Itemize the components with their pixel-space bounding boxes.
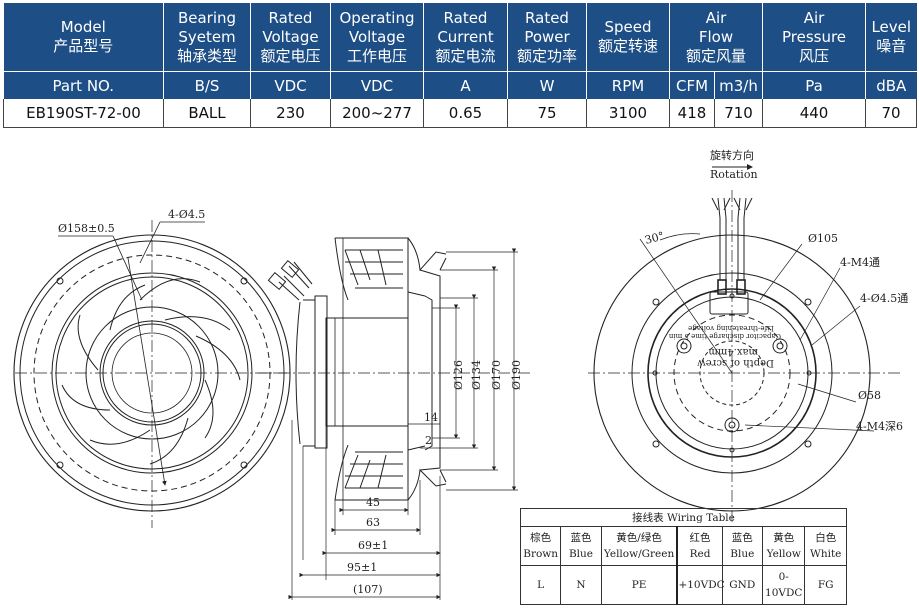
wiring-title-row: 接线表 Wiring Table bbox=[520, 508, 847, 527]
wire-value: +10VDC bbox=[676, 565, 725, 605]
value-cell: 0.65 bbox=[423, 99, 508, 128]
value-cell: 418 bbox=[669, 99, 715, 128]
label-line-1: Depth of screw bbox=[697, 357, 774, 368]
wiring-value-row: L N PE +10VDC GND 0-10VDC FG bbox=[519, 565, 847, 605]
unit-cell: dBA bbox=[865, 71, 917, 99]
dim-190: Ø190 bbox=[510, 360, 523, 390]
dim-63: 63 bbox=[366, 516, 380, 529]
dim-69: 69±1 bbox=[358, 539, 388, 552]
dim-170: Ø170 bbox=[490, 360, 503, 390]
unit-cell: A bbox=[423, 71, 508, 99]
value-cell: 200~277 bbox=[330, 99, 424, 128]
dim-126: Ø126 bbox=[452, 360, 465, 390]
rear-label: Depth of screw max.4mm Capacitor dischar… bbox=[668, 324, 781, 368]
unit-cell: Pa bbox=[762, 71, 867, 99]
value-cell: 230 bbox=[250, 99, 331, 128]
front-dim-outer: Ø158±0.5 bbox=[58, 222, 115, 235]
dim-14: 14 bbox=[424, 411, 438, 424]
wire-value: PE bbox=[600, 565, 678, 605]
label-line-2: max.4mm bbox=[708, 346, 758, 357]
wire-value: FG bbox=[804, 565, 847, 605]
dim-105: Ø105 bbox=[808, 232, 838, 245]
unit-cell: VDC bbox=[250, 71, 331, 99]
label-line-4: Life-threatening voltage bbox=[688, 324, 774, 332]
spec-value-row: EB190ST-72-00 BALL 230 200~277 0.65 75 3… bbox=[3, 99, 918, 128]
wiring-title: 接线表 Wiring Table bbox=[520, 508, 847, 527]
value-cell: BALL bbox=[163, 99, 251, 128]
dim-holes-45: 4-Ø4.5通 bbox=[860, 292, 908, 305]
wire-value: L bbox=[519, 565, 562, 605]
dim-95: 95±1 bbox=[347, 561, 377, 574]
value-cell: 3100 bbox=[586, 99, 670, 128]
unit-cell: B/S bbox=[163, 71, 251, 99]
label-line-3: Capacitor discharge time 5 min bbox=[668, 332, 781, 340]
dim-m4-deep: 4-M4深6 bbox=[856, 420, 903, 433]
unit-cell: CFM bbox=[669, 71, 715, 99]
side-view bbox=[258, 237, 532, 600]
dim-58: Ø58 bbox=[858, 389, 881, 402]
wire-value: N bbox=[560, 565, 602, 605]
front-view bbox=[13, 220, 291, 528]
unit-cell: Part NO. bbox=[3, 71, 164, 99]
value-cell: 710 bbox=[714, 99, 764, 128]
rotation-cn: 旋转方向 bbox=[710, 148, 754, 162]
dim-45: 45 bbox=[366, 496, 380, 509]
value-cell: 440 bbox=[762, 99, 867, 128]
unit-cell: VDC bbox=[330, 71, 424, 99]
rear-view bbox=[588, 164, 900, 525]
wire-value: GND bbox=[721, 565, 763, 605]
unit-cell: RPM bbox=[586, 71, 670, 99]
angle-label: 30° bbox=[643, 229, 665, 247]
unit-cell: m3/h bbox=[714, 71, 764, 99]
dim-134: Ø134 bbox=[470, 360, 483, 390]
spec-unit-row: Part NO. B/S VDC VDC A W RPM CFM m3/h Pa… bbox=[3, 71, 917, 99]
dim-107: (107) bbox=[353, 583, 383, 596]
unit-cell: W bbox=[507, 71, 587, 99]
front-dim-holes: 4-Ø4.5 bbox=[168, 208, 205, 221]
value-cell: 70 bbox=[865, 99, 918, 128]
dim-m4-through: 4-M4通 bbox=[840, 256, 880, 269]
dim-2: 2 bbox=[425, 434, 432, 447]
wire-value: 0-10VDC bbox=[761, 565, 806, 605]
rotation-en: Rotation bbox=[710, 168, 758, 181]
value-cell: EB190ST-72-00 bbox=[3, 99, 164, 128]
value-cell: 75 bbox=[507, 99, 587, 128]
